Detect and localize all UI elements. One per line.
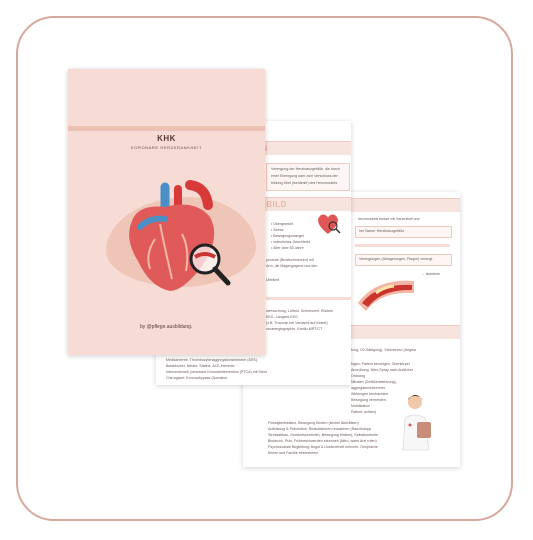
bottom-line: führen und Familie einbeziehen <box>268 451 319 455</box>
back-line: → Ischämie <box>421 272 440 276</box>
care-line: Ordnung <box>351 374 365 378</box>
care-line: Ngen: Patient beruhigen, Oberkörper <box>351 362 410 366</box>
therapy-line: Medikamente: Thrombozytenaggregationshem… <box>166 358 259 362</box>
bottom-line: Aufklärung & Prävention: Risikofaktoren … <box>268 427 372 431</box>
cover-footer: by @pflege.ausbildung. <box>140 324 193 330</box>
bottom-line: Psychosoziale Begleitung: Angst & Unsich… <box>268 445 378 449</box>
vessel-illustration <box>358 280 414 311</box>
risk-item: • Stress <box>271 228 284 232</box>
mini-heart-icon <box>318 214 341 234</box>
therapy-line: Chirurgisch: Koronarbypass-Operation <box>166 376 228 380</box>
risk-item: • Übergewicht <box>271 222 294 226</box>
symptom-line: pectoris (Brustschmerzen) mit <box>266 258 314 262</box>
care-line: Nitraten (Gefäßerweiterung), <box>351 380 397 384</box>
back-line: herzmuskels bedarf mit Sauerstoff und <box>358 217 420 221</box>
definition-line: bildung führt (Ischämie) des Herzmuskels <box>271 181 338 185</box>
cover-band <box>68 126 265 131</box>
bottom-line: Stressabbau, Gewichtskontrolle), Bewegun… <box>268 433 378 437</box>
mid-section-heading: TSBILD <box>251 197 351 211</box>
diagnosis-line: (z.B. Troponin bei Verdacht auf Infarkt) <box>266 321 328 325</box>
care-line: Bewegung vermeiden, <box>351 398 387 402</box>
symptom-line: Arm, die Magengegend und den <box>266 264 318 268</box>
divider <box>355 244 450 247</box>
back-highlight-box <box>355 254 452 266</box>
definition-line: Verengung der Herzkranzgefäße, die durch <box>271 167 340 171</box>
care-line: Anordnung, Nitro-Spray nach ärztlicher <box>351 368 414 372</box>
definition-line: einer Einengung oder zum Verschluss der <box>271 174 338 178</box>
bottom-line: Blutdruck, Puls, Frühbeschwerden erkenne… <box>268 439 377 443</box>
diagnosis-line: EKG, Langzeit-EKG <box>266 315 298 319</box>
back-line: Verengungen (Ablagerungen, Plaque) veren… <box>359 257 433 261</box>
definition-box <box>266 163 350 191</box>
bottom-line: Flüssigkeitsbilanz, Bewegung fördern (le… <box>268 421 359 425</box>
back-highlight-box <box>355 226 452 238</box>
care-line: Wirkungen beobachten <box>351 392 388 396</box>
heart-illustration <box>129 180 231 291</box>
nurse-illustration <box>402 395 431 451</box>
care-line: Mobilisation <box>351 404 370 408</box>
therapy-line: Betablocker, Nitrate, Statine, ACE-Hemme… <box>166 364 235 368</box>
diagnosis-line: ronarangiographie, Kardio-MRT/CT <box>266 327 323 331</box>
care-line: Patient, achten) <box>351 410 377 414</box>
cover-subtitle: KORONARE HERZKRANKHEIT <box>131 145 202 150</box>
back-section-heading: GE <box>333 325 460 339</box>
divider <box>266 297 351 300</box>
back-line: her Name: Herzkranzgefäße <box>359 229 405 233</box>
symptom-line: Übelkeit <box>266 278 279 282</box>
therapy-line: Interventionell: perkutane Koronarinterv… <box>166 370 267 374</box>
cover-page: KHK KORONARE HERZKRANKHEIT by @pflege.au… <box>68 69 265 355</box>
risk-item: • Alter über 65 Jahre <box>271 246 304 250</box>
risk-item: • Bewegungsmangel <box>271 234 304 238</box>
care-line: aggregationshemmer, <box>351 386 386 390</box>
cover-title: KHK <box>157 134 176 143</box>
risk-item: • männliches Geschlecht <box>271 240 311 244</box>
care-line: tung, O2-Sättigung), Schmerzen (Angina <box>351 348 416 352</box>
diagnosis-line: ntersuchung, Luftnot, Schmerzen, Rücken <box>266 309 334 313</box>
mid-section-heading: ON <box>251 141 351 155</box>
